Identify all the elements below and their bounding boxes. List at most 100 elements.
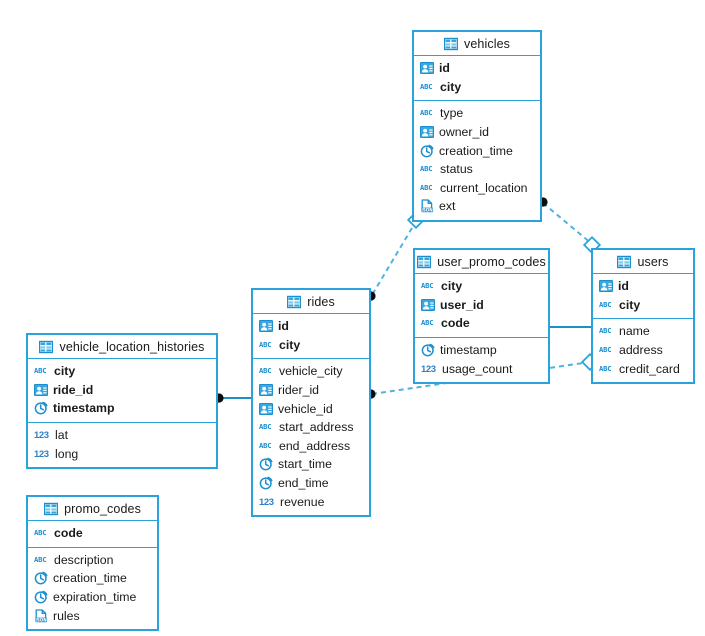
field-row[interactable]: creation_time: [28, 569, 157, 588]
id-card-icon: [34, 383, 48, 397]
table-title: user_promo_codes: [437, 254, 546, 269]
field-label: start_time: [278, 457, 332, 472]
field-row[interactable]: ABC code: [415, 314, 548, 333]
table-header[interactable]: user_promo_codes: [415, 250, 548, 274]
abc-icon: ABC: [599, 299, 612, 309]
clock-icon: [259, 476, 273, 490]
field-label: lat: [55, 428, 68, 443]
field-label: vehicle_city: [279, 364, 343, 379]
abc-icon: ABC: [259, 440, 272, 450]
field-label: name: [619, 324, 650, 339]
field-label: end_time: [278, 476, 329, 491]
field-label: current_location: [440, 180, 528, 195]
field-label: rider_id: [278, 383, 320, 398]
field-row[interactable]: owner_id: [414, 123, 540, 142]
abc-icon: ABC: [420, 81, 433, 91]
field-row[interactable]: timestamp: [415, 341, 548, 360]
field-row[interactable]: user_id: [415, 296, 548, 315]
table-icon: [287, 295, 302, 309]
abc-icon: ABC: [420, 108, 433, 118]
table-header[interactable]: users: [593, 250, 693, 274]
field-row[interactable]: id: [414, 59, 540, 78]
edge-vehicle_location_histories-rides: [214, 393, 251, 403]
field-row[interactable]: id: [253, 317, 369, 336]
abc-icon: ABC: [259, 366, 272, 376]
field-label: code: [441, 316, 470, 331]
field-label: id: [618, 279, 629, 294]
abc-icon: ABC: [34, 366, 47, 376]
field-row[interactable]: end_time: [253, 474, 369, 493]
table-title: vehicles: [464, 36, 510, 51]
field-label: code: [54, 526, 83, 541]
edge-vehicles-users: [538, 197, 602, 255]
table-icon: [44, 502, 59, 516]
table-header[interactable]: rides: [253, 290, 369, 314]
table-title: promo_codes: [64, 501, 141, 516]
field-row[interactable]: start_time: [253, 455, 369, 474]
id-card-icon: [421, 298, 435, 312]
id-card-icon: [420, 125, 434, 139]
field-label: user_id: [440, 297, 484, 312]
field-label: timestamp: [440, 343, 497, 358]
table-icon: [417, 255, 432, 269]
table-header[interactable]: promo_codes: [28, 497, 157, 521]
abc-icon: ABC: [421, 318, 434, 328]
field-row[interactable]: timestamp: [28, 399, 216, 418]
field-row[interactable]: vehicle_id: [253, 399, 369, 418]
field-label: rules: [53, 608, 80, 623]
table-header[interactable]: vehicle_location_histories: [28, 335, 216, 359]
field-row[interactable]: JSON ext: [414, 197, 540, 216]
table-header[interactable]: vehicles: [414, 32, 540, 56]
field-row[interactable]: id: [593, 277, 693, 296]
field-row[interactable]: creation_time: [414, 141, 540, 160]
json-icon: JSON: [34, 609, 48, 623]
id-card-icon: [259, 383, 273, 397]
field-label: status: [440, 162, 473, 177]
field-row[interactable]: rider_id: [253, 381, 369, 400]
field-label: usage_count: [442, 361, 513, 376]
edge-line: [371, 227, 413, 296]
table-title: users: [637, 254, 669, 269]
field-row[interactable]: ride_id: [28, 381, 216, 400]
table-icon: [444, 37, 459, 51]
field-row[interactable]: ABC vehicle_city: [253, 362, 369, 381]
field-label: ext: [439, 199, 456, 214]
table-icon: [39, 340, 54, 354]
field-row[interactable]: expiration_time: [28, 588, 157, 607]
field-row[interactable]: JSON rules: [28, 606, 157, 625]
